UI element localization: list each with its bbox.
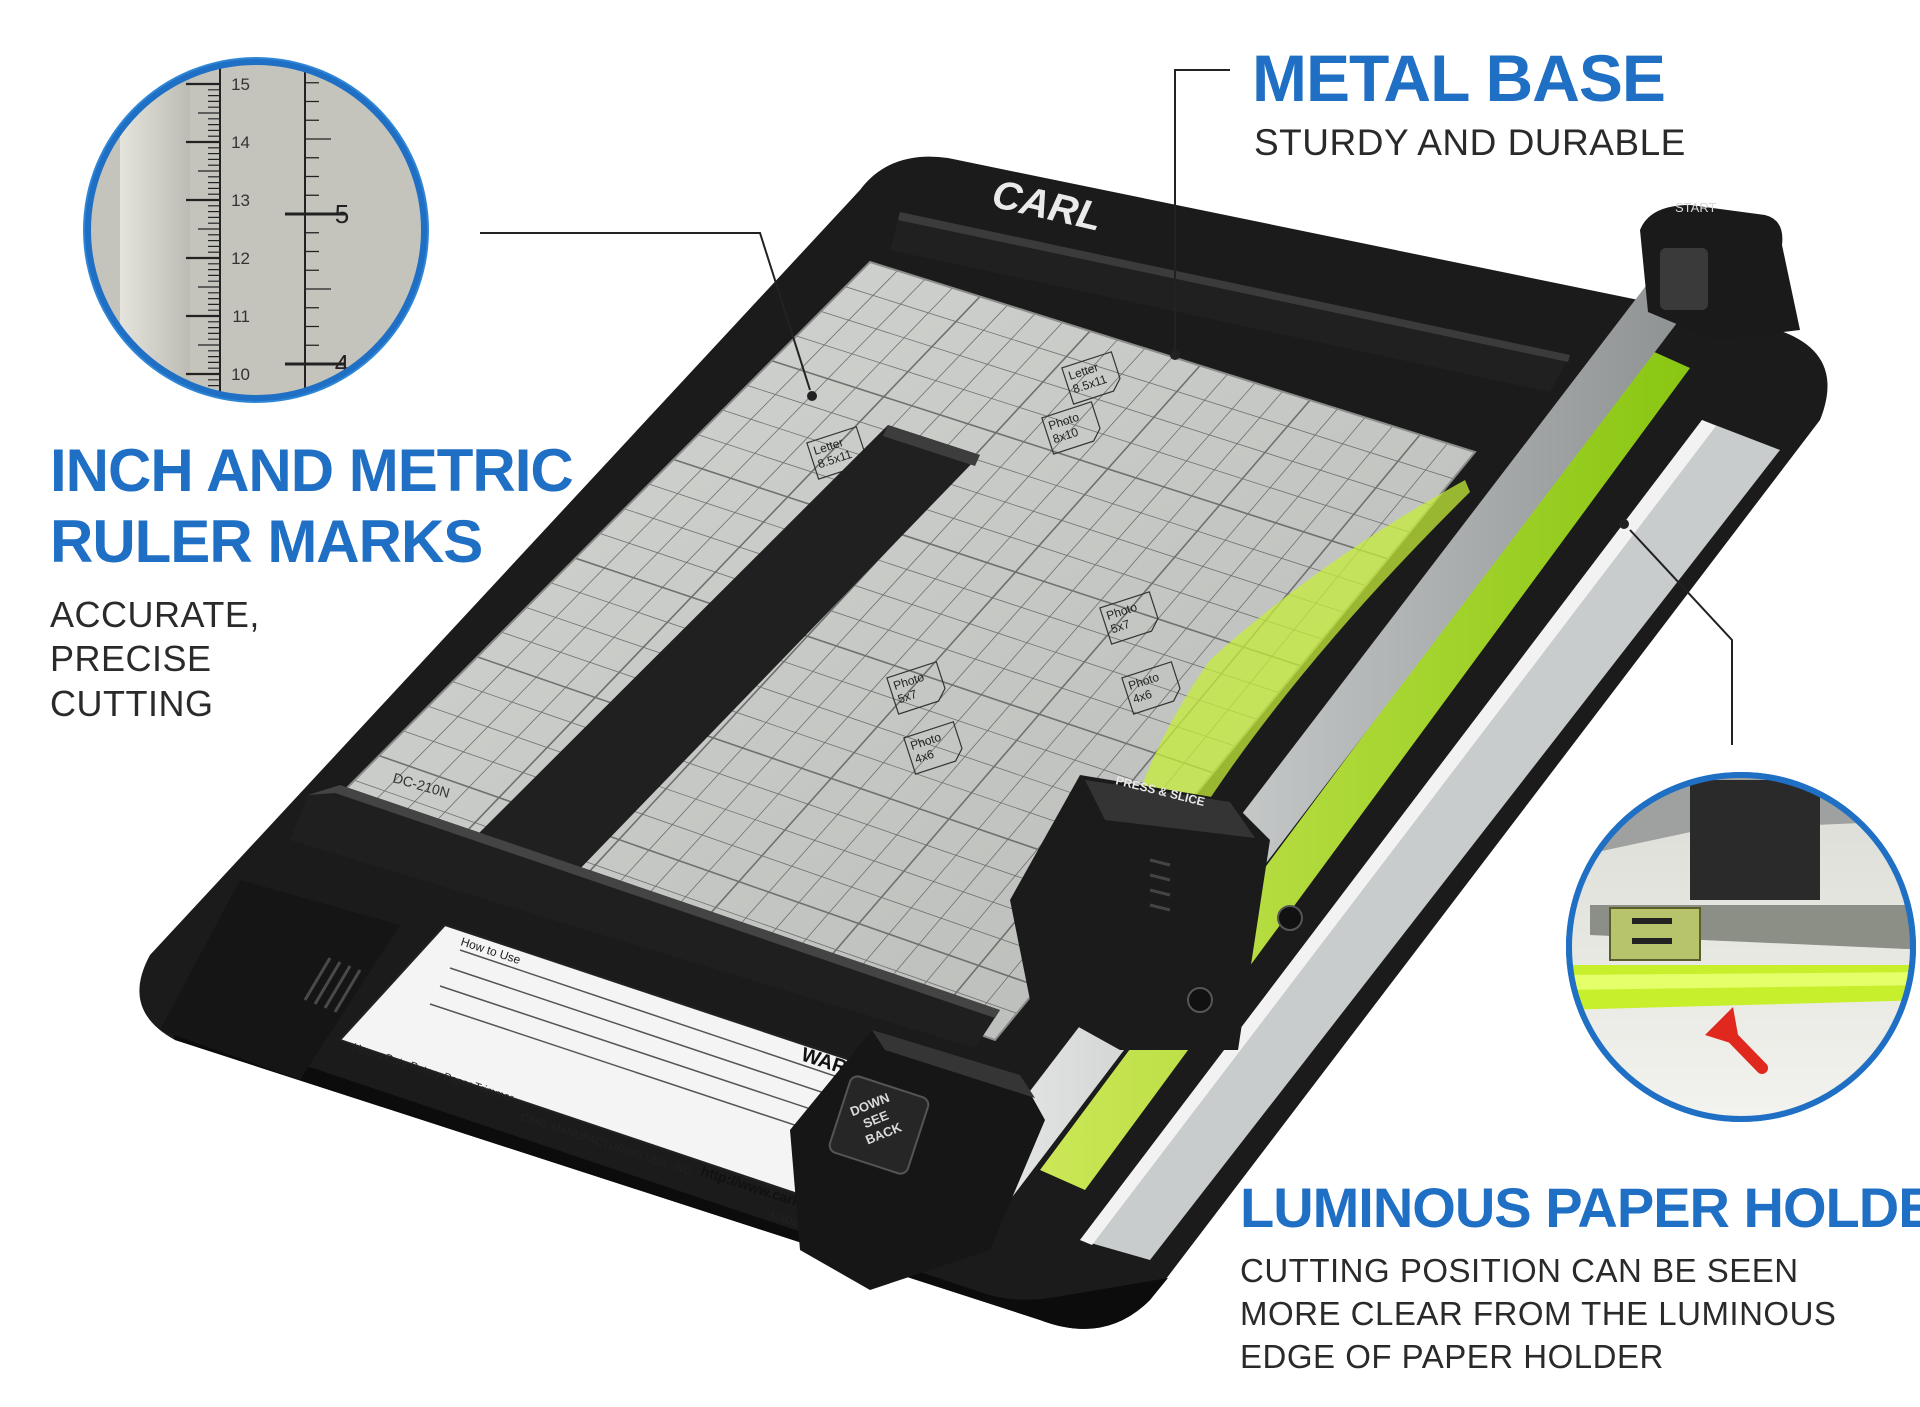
ruler-marks-text-line: CUTTING [50,682,214,724]
grid-line [692,365,1201,934]
ruler-marks-heading-line: RULER MARKS [50,507,483,575]
cm-tick-label: 10 [231,365,250,384]
grid-line [722,374,1228,945]
guide-box [903,721,963,775]
inch-tick-label: 5 [335,199,349,229]
guide-box [886,661,946,715]
cm-tick-label: 11 [232,307,250,326]
guide-box [1099,591,1159,645]
start-label: START [1675,200,1716,215]
metal-base-text: STURDY AND DURABLE [1254,122,1686,163]
bottom-clamp-bar[interactable] [290,785,1000,1048]
ruler-marks-text: ACCURATE, PRECISE CUTTING [50,593,260,726]
guide-size: 5x7 [1109,617,1132,636]
end-cap[interactable]: DOWN SEE BACK [790,1030,1045,1290]
knob-upper[interactable] [1277,905,1303,931]
paper-holder-text-line: EDGE OF PAPER HOLDER [1240,1337,1664,1375]
grid-line [477,656,1127,881]
start-cap: START [1640,200,1800,340]
cm-tick-label: 15 [231,75,250,94]
grid-line [752,382,1256,955]
grid-line [575,557,1214,774]
ruler-marks-text-line: PRECISE [50,638,212,680]
grid-line [378,754,1039,988]
grid-line [526,607,1170,827]
paper-holder-text-line: MORE CLEAR FROM THE LUMINOUS [1240,1294,1837,1332]
grid-line [403,730,1061,961]
grid-line [843,408,1338,987]
cutting-head[interactable]: PRESS & SLICE [1010,773,1303,1050]
grid-line [783,391,1283,966]
ruler-marks-text-line: ACCURATE, [50,594,260,635]
cm-tick-label: 14 [231,133,250,152]
grid-line [452,681,1105,907]
guide-box [1121,661,1181,715]
grid-line [428,705,1083,934]
holder-zoom-circle [1566,772,1916,1122]
knob-lower[interactable] [1187,987,1213,1013]
metal-base-heading: METAL BASE [1252,41,1666,115]
grid-line [501,631,1148,854]
cm-tick-label: 13 [231,191,250,210]
grid-line [354,779,1017,1014]
guide-box [1061,351,1121,405]
guide-size: 5x7 [896,687,919,706]
cm-tick-label: 12 [231,249,250,268]
callout-leaders [480,69,1733,745]
grid-line [550,582,1192,800]
grid-line [873,417,1366,998]
ruler-marks-heading-line: INCH AND METRIC [50,437,574,504]
guide-size: 4x6 [1131,687,1154,706]
side-guide-bar[interactable] [440,425,980,905]
grid-line [813,399,1311,977]
ruler-marks-heading: INCH AND METRIC RULER MARKS [50,436,574,578]
grid-line [904,425,1393,1009]
storage-compartment[interactable] [160,880,400,1080]
guide-size: 4x6 [913,747,936,766]
down-see-back-knob[interactable] [828,1074,931,1175]
paper-holder-heading: LUMINOUS PAPER HOLDER [1240,1176,1920,1239]
top-clamp-bar[interactable] [890,212,1570,392]
paper-holder-text: CUTTING POSITION CAN BE SEEN MORE CLEAR … [1240,1250,1836,1379]
guide-box [1041,401,1101,455]
paper-holder-text-line: CUTTING POSITION CAN BE SEEN [1240,1252,1799,1289]
grid-line [662,356,1173,923]
